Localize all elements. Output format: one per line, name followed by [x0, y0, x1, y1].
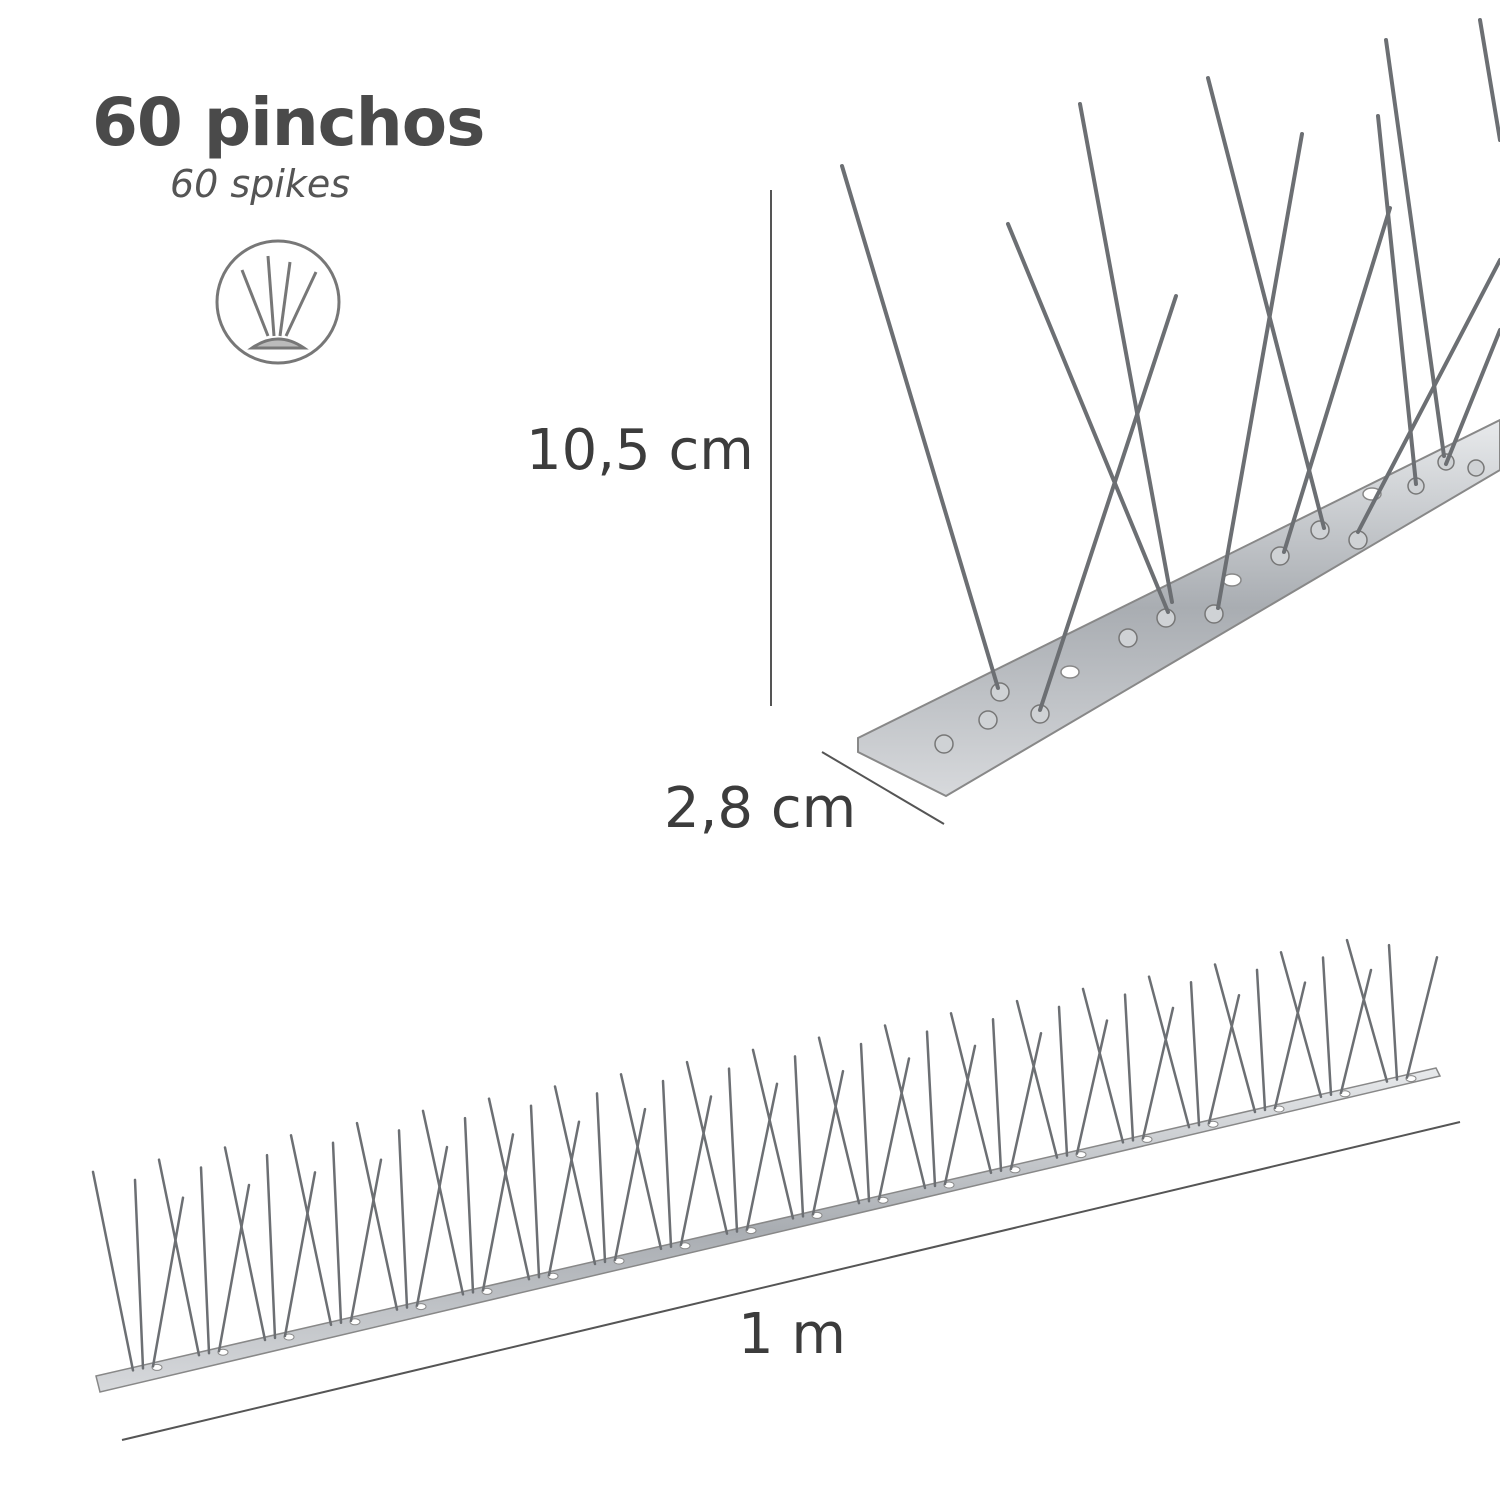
strip-hole — [679, 1242, 691, 1250]
strip-spike — [619, 1073, 663, 1251]
strip-hole — [481, 1287, 493, 1295]
width-dimension-line — [821, 751, 945, 825]
strip-spike — [1321, 956, 1333, 1097]
strip-spike — [1405, 956, 1439, 1079]
strip-spike — [415, 1145, 449, 1307]
product-subtitle: 60 spikes — [170, 162, 351, 206]
strip-spike — [1345, 938, 1389, 1083]
strip-hole — [943, 1181, 955, 1189]
strip-spike — [1009, 1031, 1043, 1171]
strip-spike — [487, 1097, 531, 1281]
strip-spike — [553, 1085, 597, 1266]
strip-spike — [859, 1042, 871, 1203]
strip-spike — [1387, 943, 1399, 1081]
strip-hole — [1207, 1120, 1219, 1128]
length-dimension-line — [121, 1121, 1461, 1441]
strip-hole — [415, 1303, 427, 1311]
strip-spike — [661, 1079, 673, 1249]
product-title: 60 pinchos — [92, 84, 485, 161]
strip-spike — [397, 1129, 409, 1309]
strip-hole — [1273, 1105, 1285, 1113]
strip-spike — [289, 1134, 333, 1327]
strip-hole — [811, 1211, 823, 1219]
strip-hole — [1075, 1151, 1087, 1159]
strip-spike — [199, 1166, 211, 1355]
strip-spike — [793, 1055, 805, 1218]
strip-spike — [811, 1069, 845, 1216]
strip-spike — [1273, 981, 1307, 1110]
strip-spike — [925, 1030, 937, 1188]
strip-spike — [265, 1153, 277, 1340]
strip-hole — [151, 1363, 163, 1371]
strip-spike — [679, 1095, 713, 1247]
strip-hole — [349, 1318, 361, 1326]
strip-hole — [1141, 1135, 1153, 1143]
strip-spike — [133, 1178, 145, 1370]
strip-spike — [751, 1048, 795, 1220]
width-label: 2,8 cm — [664, 776, 857, 841]
strip-spike — [529, 1104, 541, 1279]
strip-spike — [1081, 987, 1125, 1144]
strip-spike — [463, 1116, 475, 1294]
strip-spike — [817, 1036, 861, 1205]
strip-spike — [1255, 968, 1267, 1112]
full-spike-strip — [91, 938, 1442, 1393]
strip-hole — [877, 1196, 889, 1204]
strip-spike — [223, 1146, 267, 1342]
strip-spike — [1213, 963, 1257, 1114]
strip-spike — [745, 1082, 779, 1231]
strip-spike — [1189, 980, 1201, 1127]
spike-cluster-icon — [215, 239, 341, 365]
strip-hole — [745, 1227, 757, 1235]
strip-spike — [595, 1092, 607, 1264]
strip-spike — [1339, 968, 1373, 1095]
strip-spike — [283, 1171, 317, 1338]
strip-spike — [1279, 951, 1323, 1099]
strip-spike — [991, 1018, 1003, 1173]
strip-spike — [1141, 1006, 1175, 1140]
strip-spike — [1057, 1005, 1069, 1157]
strip-spike — [1015, 999, 1059, 1159]
strip-spike — [685, 1060, 729, 1235]
strip-spike — [349, 1158, 383, 1323]
strip-spike — [1075, 1019, 1109, 1155]
strip-spike — [217, 1183, 251, 1353]
strip-spike — [883, 1024, 927, 1190]
strip-hole — [1009, 1166, 1021, 1174]
strip-hole — [1339, 1090, 1351, 1098]
strip-hole — [217, 1348, 229, 1356]
strip-hole — [547, 1272, 559, 1280]
strip-spike — [481, 1133, 515, 1292]
strip-spike — [157, 1158, 201, 1357]
strip-spike — [547, 1120, 581, 1277]
strip-spike — [1207, 994, 1241, 1125]
length-label: 1 m — [738, 1302, 846, 1367]
strip-spike — [727, 1067, 739, 1233]
strip-spike — [943, 1044, 977, 1186]
strip-spike — [331, 1141, 343, 1325]
height-label: 10,5 cm — [526, 418, 754, 483]
strip-hole — [613, 1257, 625, 1265]
strip-spike — [877, 1057, 911, 1201]
closeup-spike-strip — [840, 18, 1500, 798]
strip-spike — [1147, 975, 1191, 1129]
strip-spike — [151, 1196, 185, 1368]
strip-hole — [283, 1333, 295, 1341]
strip-spike — [1123, 993, 1135, 1142]
strip-spike — [91, 1170, 135, 1372]
strip-spike — [613, 1107, 647, 1262]
strip-spike — [949, 1012, 993, 1175]
strip-hole — [1405, 1075, 1417, 1083]
strip-spike — [421, 1109, 465, 1296]
strip-spike — [355, 1121, 399, 1311]
